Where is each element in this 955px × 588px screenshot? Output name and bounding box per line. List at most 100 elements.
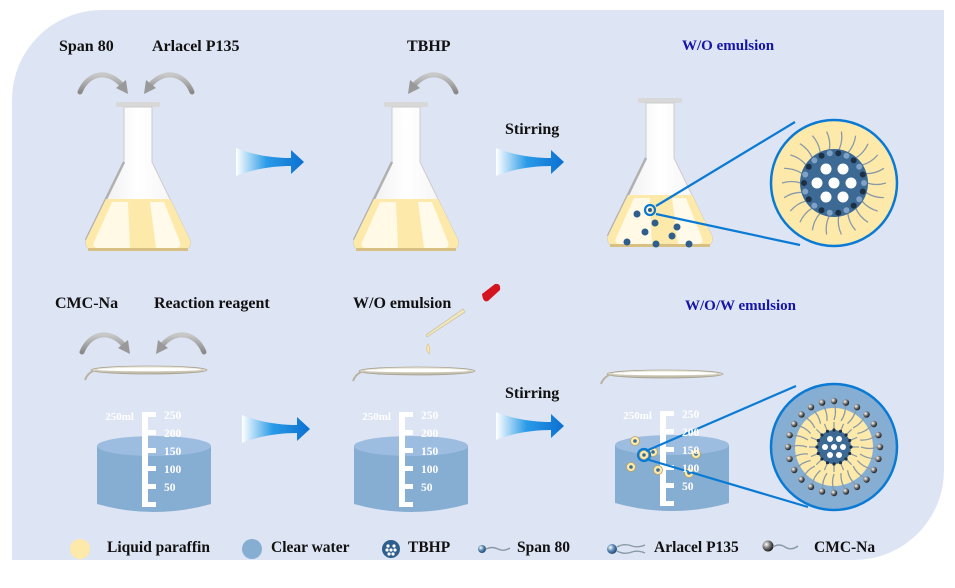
span80-tail xyxy=(861,154,879,166)
cmcna-tail xyxy=(789,444,808,448)
cmcna-tail xyxy=(857,424,873,435)
legend-cmcna: CMC-Na xyxy=(814,539,876,556)
cmcna-tail xyxy=(846,470,857,486)
span80-tail xyxy=(855,143,869,159)
flow-arrow-bottom-2 xyxy=(496,412,564,440)
beaker-scale-label: 150 xyxy=(164,446,182,458)
flow-arrow-bottom-1 xyxy=(242,415,310,443)
surfactant-head xyxy=(835,209,842,216)
tbhp-droplets xyxy=(623,208,693,248)
beaker-scale-label: 200 xyxy=(164,428,182,440)
span80-tail xyxy=(811,212,821,231)
surfactant-head xyxy=(850,157,857,164)
surfactant-head xyxy=(805,163,812,170)
beaker-scale-label: 50 xyxy=(164,482,176,494)
surfactant-head xyxy=(844,433,848,437)
surfactant-head xyxy=(843,207,850,214)
cmcna-tail xyxy=(852,415,866,429)
label-w-o-emulsion-input: W/O emulsion xyxy=(353,295,452,312)
surfactant-head xyxy=(818,207,825,214)
surfactant-head xyxy=(826,150,833,157)
cmcna-head xyxy=(830,397,838,405)
flow-arrow-top-1 xyxy=(236,148,304,176)
span80-tail xyxy=(847,212,857,231)
legend-tbhp: TBHP xyxy=(408,539,451,556)
span80-tail xyxy=(799,207,813,223)
cmcna-head xyxy=(870,420,878,428)
span80-tail xyxy=(861,200,878,212)
surfactant-head xyxy=(838,461,843,465)
span80-tail xyxy=(825,215,830,235)
beaker-scale-label: 50 xyxy=(682,481,694,493)
cmcna-head xyxy=(807,483,815,491)
cmcna-tail xyxy=(795,459,811,470)
cmcna-tail xyxy=(802,415,816,429)
surfactant-head xyxy=(835,150,842,157)
surfactant-head xyxy=(820,457,824,461)
cmcna-tail xyxy=(833,402,837,421)
cmcna-head xyxy=(818,399,826,406)
surfactant-head xyxy=(838,429,843,433)
cmcna-tail xyxy=(795,424,812,434)
cmcna-head xyxy=(784,443,792,451)
span80-tail xyxy=(837,215,842,235)
cmcna-head xyxy=(875,455,882,463)
inner-water-droplets-2 xyxy=(822,436,846,458)
cmcna-head xyxy=(818,488,826,495)
legend-clear-water: Clear water xyxy=(271,539,350,556)
surfactant-head xyxy=(825,429,830,433)
beaker-capacity-label: 250ml xyxy=(105,411,134,423)
liquid-paraffin-swatch-icon xyxy=(70,539,90,559)
label-reaction-reagent: Reaction reagent xyxy=(154,295,270,312)
surfactant-head xyxy=(801,180,807,186)
w-o-droplets xyxy=(626,436,701,478)
cmcna-head xyxy=(876,443,884,451)
cmcna-head xyxy=(798,411,805,418)
cmcna-tail xyxy=(821,472,828,490)
surfactant-head xyxy=(832,462,836,466)
span80-tail xyxy=(847,135,857,154)
legend-liquid-paraffin: Liquid paraffin xyxy=(107,539,210,556)
cmcna-head xyxy=(786,431,793,439)
surfactant-head xyxy=(843,152,850,159)
label-arlacel-p135: Arlacel P135 xyxy=(152,38,240,55)
petri-dish-2 xyxy=(352,366,476,382)
cmcna-tail xyxy=(811,469,821,486)
cmcna-head xyxy=(830,489,838,497)
cmcna-head xyxy=(790,420,798,428)
surfactant-head xyxy=(816,451,820,456)
surfactant-head xyxy=(859,171,866,178)
cmcna-head xyxy=(798,476,805,483)
cmcna-head xyxy=(786,455,793,463)
surfactant-head xyxy=(844,457,848,461)
label-tbhp: TBHP xyxy=(407,38,451,55)
flask-3 xyxy=(606,96,714,248)
beaker-scale-label: 250 xyxy=(164,410,182,422)
cmcna-tail xyxy=(852,465,866,479)
cmcna-head xyxy=(870,466,878,474)
beaker-scale-label: 150 xyxy=(421,446,439,458)
surfactant-head xyxy=(818,152,825,159)
surfactant-head xyxy=(811,157,818,164)
surfactant-head xyxy=(848,451,852,456)
beaker-scale-label: 150 xyxy=(682,445,700,457)
surfactant-head xyxy=(832,428,836,432)
span80-tail xyxy=(811,135,821,154)
add-arrow-reaction-reagent xyxy=(156,335,204,354)
beaker-2 xyxy=(354,412,468,512)
cmcna-tail xyxy=(860,446,879,450)
cmcna-tail xyxy=(811,408,822,424)
petri-dish-3 xyxy=(600,369,724,385)
clear-water-swatch-icon xyxy=(242,539,262,559)
zoom-origin-bottom xyxy=(636,447,652,463)
surfactant-head xyxy=(802,171,809,178)
cmcna-tail xyxy=(791,453,808,459)
label-stirring-top: Stirring xyxy=(505,121,560,138)
w-o-emulsion-zoom xyxy=(769,118,899,248)
span80-tail xyxy=(865,191,884,199)
legend-arlacel-p135: Arlacel P135 xyxy=(654,539,739,556)
surfactant-head xyxy=(826,209,833,216)
beaker-scale-label: 100 xyxy=(682,463,700,475)
cmcna-head xyxy=(875,431,882,439)
label-w-o-emulsion-result: W/O emulsion xyxy=(682,38,775,54)
